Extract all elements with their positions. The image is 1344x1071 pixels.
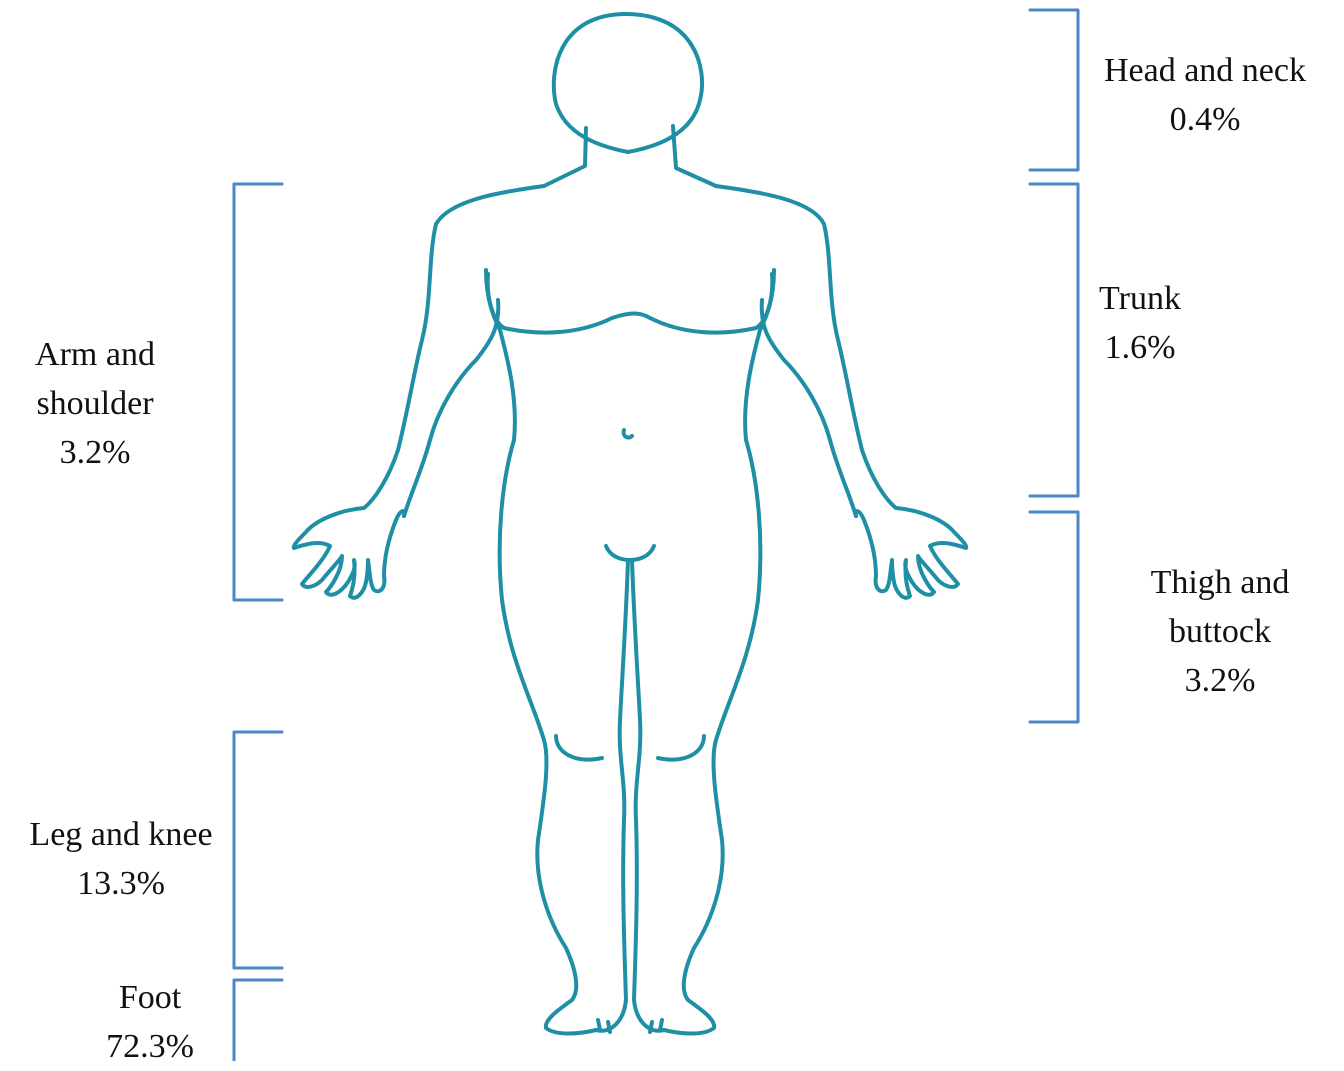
neck-right-outline <box>673 126 716 186</box>
label-leg-knee: Leg and knee 13.3% <box>6 810 236 908</box>
label-trunk: Trunk 1.6% <box>1080 274 1200 372</box>
neck-left-outline <box>544 128 586 186</box>
label-head-neck-name: Head and neck <box>1080 46 1330 95</box>
label-thigh-buttock-name-line1: Thigh and <box>1120 558 1320 607</box>
label-trunk-name: Trunk <box>1080 274 1200 323</box>
bracket-trunk <box>1030 184 1078 496</box>
label-head-neck-percent: 0.4% <box>1080 95 1330 144</box>
inner-leg-left-outline <box>596 560 628 1031</box>
label-leg-knee-percent: 13.3% <box>6 859 236 908</box>
torso-left-outline <box>500 330 596 1034</box>
right-knee-outline <box>658 736 704 760</box>
label-head-neck: Head and neck 0.4% <box>1080 46 1330 144</box>
label-thigh-buttock: Thigh and buttock 3.2% <box>1120 558 1320 705</box>
label-foot-name: Foot <box>60 973 240 1022</box>
bracket-head-neck <box>1030 10 1078 170</box>
right-arm-inner-outline <box>760 270 856 516</box>
bracket-leg-knee <box>234 732 282 968</box>
label-foot: Foot 72.3% <box>60 973 240 1071</box>
label-arm-shoulder-name-line2: shoulder <box>10 379 180 428</box>
label-arm-shoulder: Arm and shoulder 3.2% <box>10 330 180 477</box>
left-arm-inner-outline <box>404 270 500 516</box>
bracket-thigh-buttock <box>1030 512 1078 722</box>
label-thigh-buttock-name-line2: buttock <box>1120 607 1320 656</box>
label-arm-shoulder-name-line1: Arm and <box>10 330 180 379</box>
head-outline <box>554 14 702 152</box>
label-leg-knee-name: Leg and knee <box>6 810 236 859</box>
chest-outline <box>488 274 773 333</box>
inner-leg-right-outline <box>632 560 664 1031</box>
torso-right-outline <box>664 330 760 1034</box>
crotch-outline <box>606 546 654 560</box>
label-foot-percent: 72.3% <box>60 1022 240 1071</box>
left-arm-outer-outline <box>294 186 544 598</box>
right-arm-outer-outline <box>716 186 966 598</box>
label-arm-shoulder-percent: 3.2% <box>10 428 180 477</box>
label-trunk-percent: 1.6% <box>1080 323 1200 372</box>
navel-mark <box>624 430 632 438</box>
left-knee-outline <box>556 736 602 760</box>
label-thigh-buttock-percent: 3.2% <box>1120 656 1320 705</box>
bracket-arm-shoulder <box>234 184 282 600</box>
bracket-foot <box>234 980 282 1061</box>
